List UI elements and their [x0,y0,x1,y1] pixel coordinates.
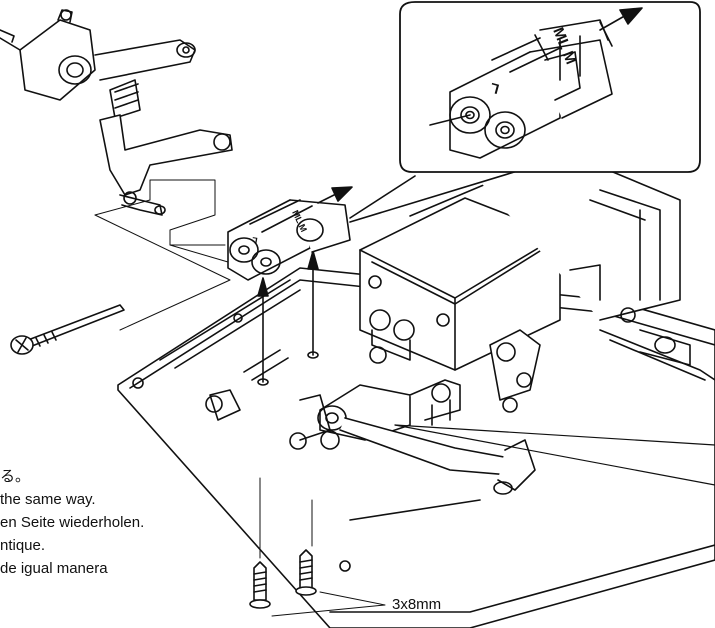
screw-size-label: 3x8mm [392,596,442,613]
note-line-4: ntique. [0,537,46,554]
upper-knuckle-assembly [0,9,233,216]
note-line-3: en Seite wiederholen. [0,514,145,531]
mounting-holes [243,349,319,386]
steering-linkage [205,379,536,495]
part-front-mark: L [251,235,259,246]
bearing-holder-part: ML M L [227,186,353,281]
detail-inset: ML M L [399,1,701,173]
note-line-5: de igual manera [0,560,108,577]
callout-lines [394,424,715,486]
note-line-2: the same way. [0,491,96,508]
kingpin-shaft [10,304,125,355]
screws-3x8 [249,477,386,617]
assembly-guide-outline [94,179,231,331]
steering-post [489,329,691,413]
install-arrows [257,250,319,383]
note-line-1: る。 [0,468,31,485]
chassis-ball-joints [369,309,415,364]
